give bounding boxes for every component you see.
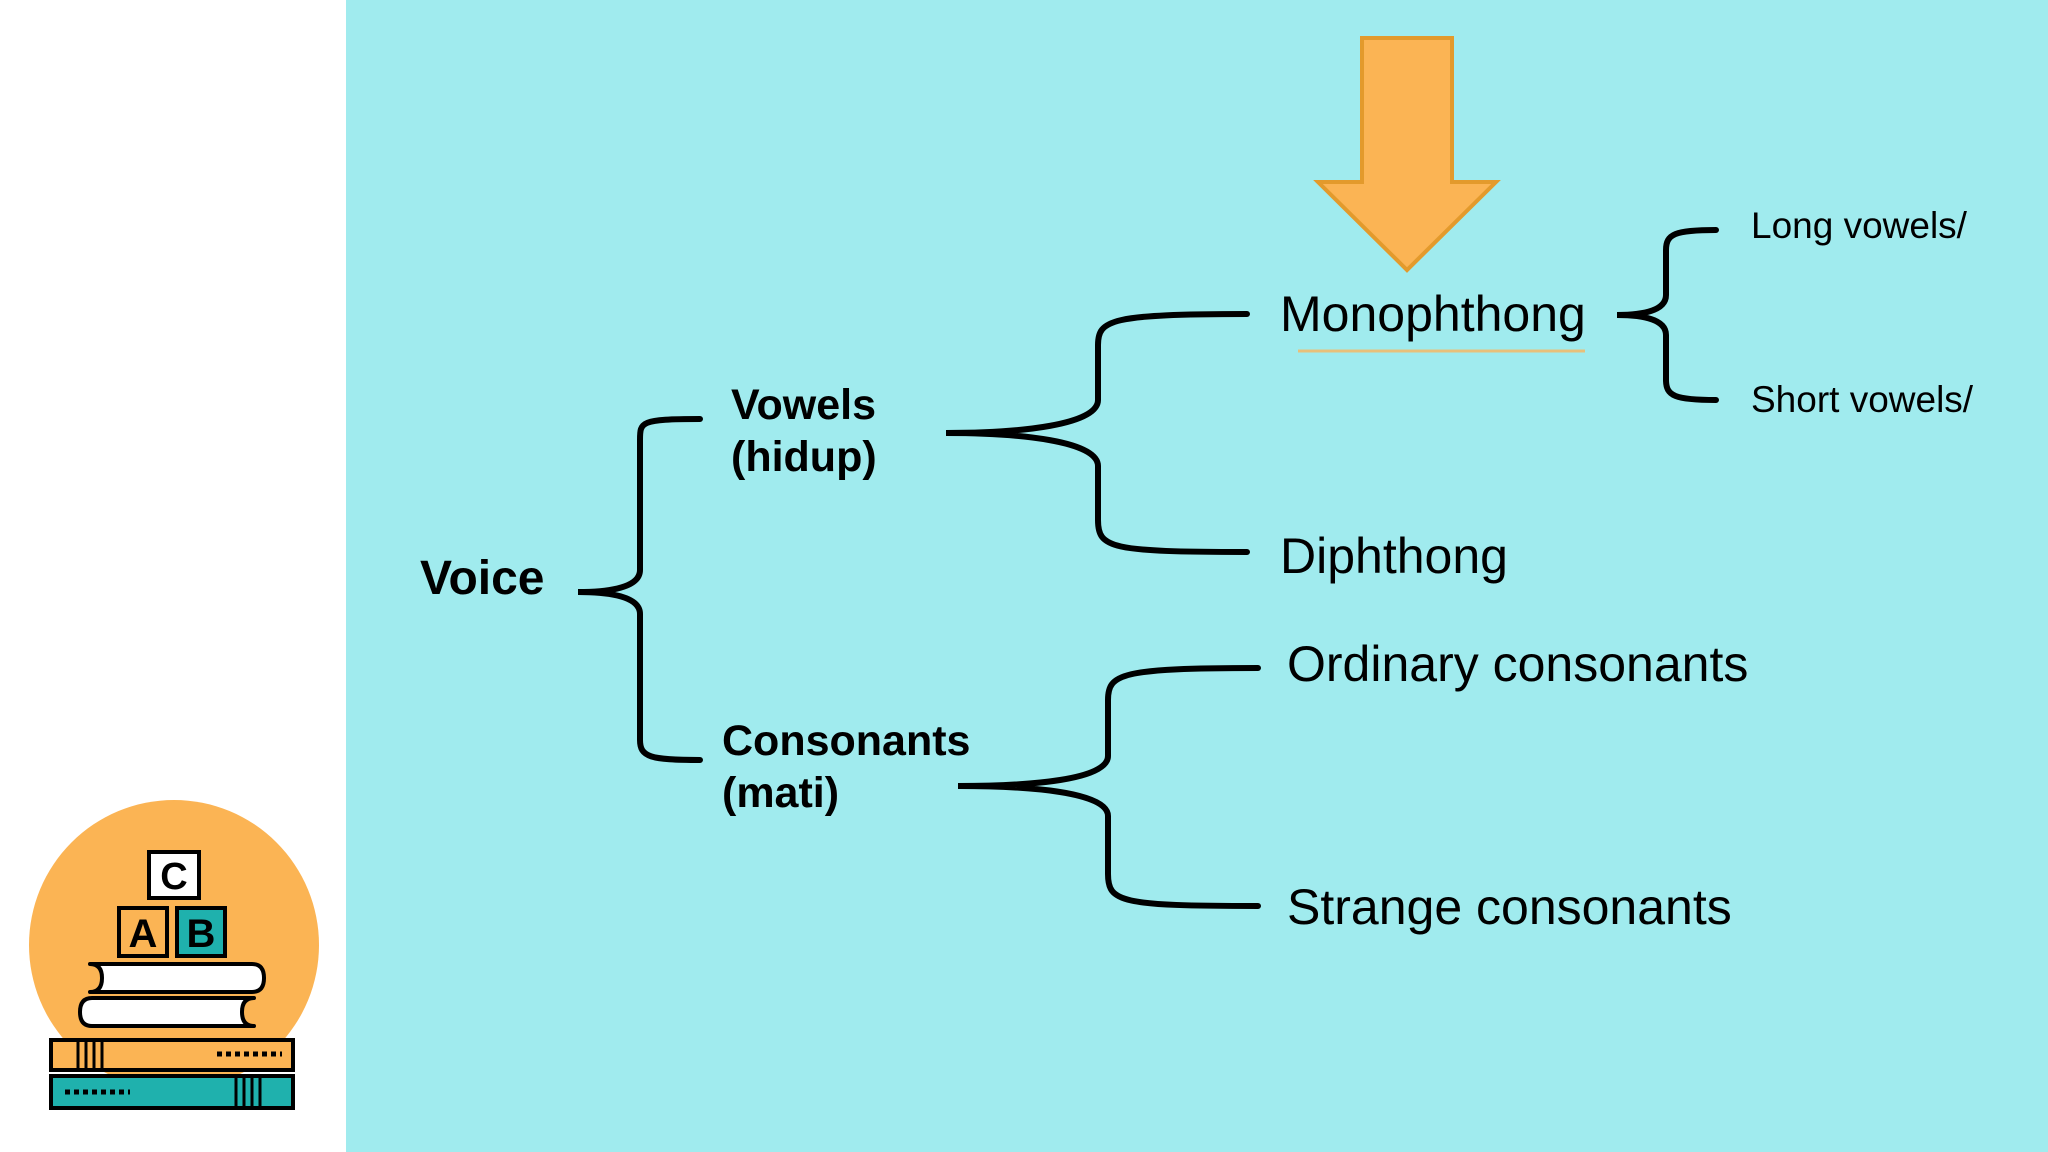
monophthong-bracket: [1616, 227, 1719, 403]
diagram-panel: [346, 0, 2048, 1152]
vowels-bracket: [945, 311, 1250, 555]
block-c-letter: C: [160, 856, 187, 898]
consonants-label-line1: Consonants: [722, 717, 971, 765]
vowels-label-line2: (hidup): [731, 432, 877, 481]
long-vowels-label: Long vowels/: [1751, 205, 1967, 246]
block-a-letter: A: [129, 912, 158, 956]
vowels-label-line1: Vowels: [731, 381, 876, 429]
abc-books-logo: C A B: [29, 800, 319, 1110]
down-arrow-icon: [1313, 36, 1501, 273]
vowels-label: Vowels (hidup): [731, 380, 877, 483]
voice-bracket: [577, 416, 703, 763]
consonants-label: Consonants (mati): [722, 716, 970, 819]
consonants-bracket: [957, 665, 1261, 909]
short-vowels-label: Short vowels/: [1751, 379, 1974, 420]
ordinary-consonants-label: Ordinary consonants: [1287, 636, 1749, 692]
block-b-letter: B: [187, 912, 216, 956]
consonants-label-line2: (mati): [722, 768, 840, 817]
root-label: Voice: [420, 552, 545, 605]
diphthong-label: Diphthong: [1280, 528, 1508, 584]
monophthong-label: Monophthong: [1280, 286, 1586, 342]
strange-consonants-label: Strange consonants: [1287, 879, 1732, 935]
